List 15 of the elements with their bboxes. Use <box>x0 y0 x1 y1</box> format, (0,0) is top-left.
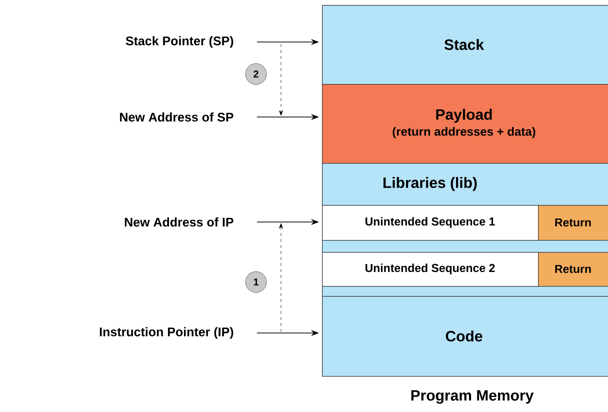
return-cell: Return <box>538 204 608 241</box>
step-number: 1 <box>245 271 267 293</box>
memory-region: Payload (return addresses + data) <box>322 84 608 164</box>
sequence-cell: Unintended Sequence 1 <box>322 204 539 241</box>
pointer-label: New Address of IP <box>124 217 234 227</box>
sequence-cell: Unintended Sequence 2 <box>322 252 539 287</box>
pointer-label: New Address of SP <box>120 112 234 122</box>
caption: Program Memory <box>411 390 534 404</box>
pointer-label: Stack Pointer (SP) <box>126 36 234 48</box>
memory-region: Stack <box>322 5 608 85</box>
pointer-label: Instruction Pointer (IP) <box>100 327 234 339</box>
node-label: Libraries (lib) <box>383 177 477 191</box>
memory-region: Code <box>322 296 608 377</box>
return-cell: Return <box>538 252 608 287</box>
step-number: 2 <box>245 63 267 85</box>
